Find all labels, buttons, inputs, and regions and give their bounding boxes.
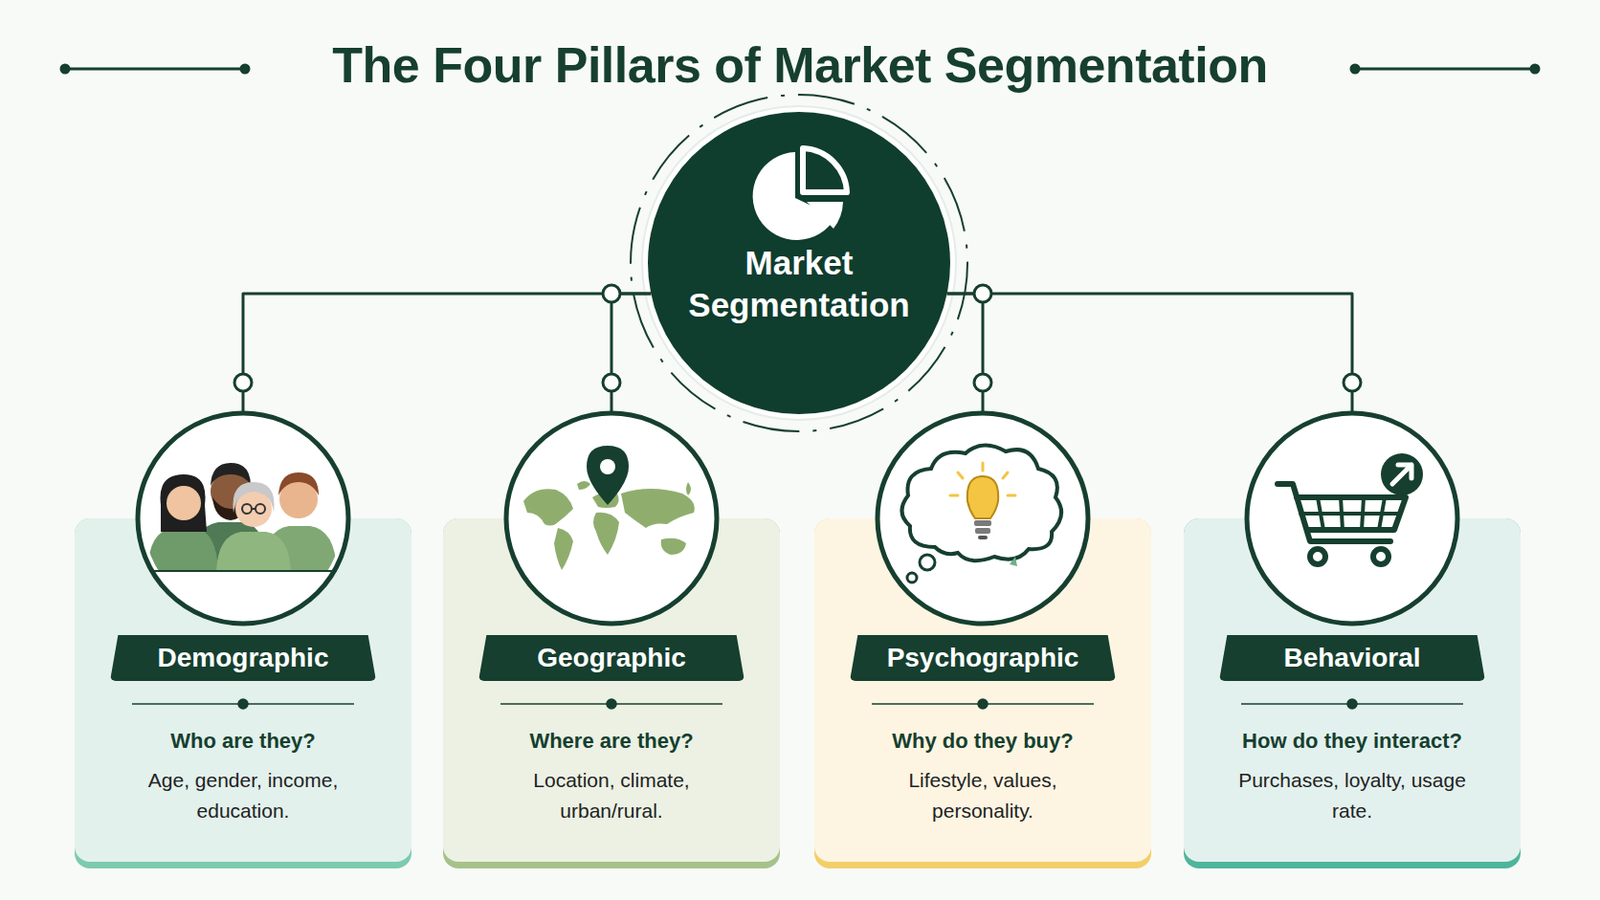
divider bbox=[132, 699, 1464, 710]
question-text: How do they interact? bbox=[1183, 729, 1521, 755]
connector-line bbox=[243, 293, 651, 412]
center-disc bbox=[647, 111, 951, 415]
junction-ring bbox=[602, 285, 621, 303]
center-ring bbox=[642, 106, 956, 421]
description-text: Lifestyle, values, personality. bbox=[867, 765, 1098, 827]
icon-circle bbox=[137, 413, 1458, 624]
connector-line bbox=[947, 293, 1353, 412]
people-icon bbox=[147, 463, 337, 577]
connector-line bbox=[611, 293, 651, 412]
junction-ring bbox=[602, 374, 621, 392]
cart-icon bbox=[1277, 453, 1423, 565]
connector-line bbox=[947, 293, 983, 412]
category-label: Demographic bbox=[110, 635, 377, 682]
category-label: Behavioral bbox=[1219, 635, 1486, 682]
question-text: Where are they? bbox=[443, 729, 780, 755]
question-text: Who are they? bbox=[74, 729, 412, 755]
pillar-card: DemographicWho are they? Age, gender, inc… bbox=[74, 411, 412, 869]
world-map-icon bbox=[523, 445, 695, 571]
pie-icon bbox=[753, 148, 847, 241]
category-label: Psychographic bbox=[849, 635, 1116, 682]
dashed-ring bbox=[630, 94, 968, 432]
pillar-card: PsychographicWhy do they buy? Lifestyle, … bbox=[814, 411, 1152, 869]
category-label: Geographic bbox=[478, 635, 745, 682]
description-text: Purchases, loyalty, usage rate. bbox=[1237, 765, 1467, 827]
center-label: Market Segmentation bbox=[669, 242, 929, 327]
diagram-title: The Four Pillars of Market Segmentation bbox=[0, 36, 1600, 94]
idea-icon bbox=[901, 444, 1062, 583]
junction-ring bbox=[974, 374, 992, 392]
junction-ring bbox=[974, 285, 992, 303]
pillar-card: BehavioralHow do they interact? Purchases… bbox=[1183, 411, 1521, 869]
question-text: Why do they buy? bbox=[814, 729, 1152, 755]
pillar-card: GeographicWhere are they? Location, clima… bbox=[443, 411, 780, 869]
description-text: Age, gender, income, education. bbox=[128, 765, 358, 827]
center-circle: Market Segmentation bbox=[647, 111, 951, 415]
description-text: Location, climate, urban/rural. bbox=[496, 765, 727, 827]
junction-ring bbox=[234, 374, 252, 392]
junction-ring bbox=[1343, 374, 1361, 392]
